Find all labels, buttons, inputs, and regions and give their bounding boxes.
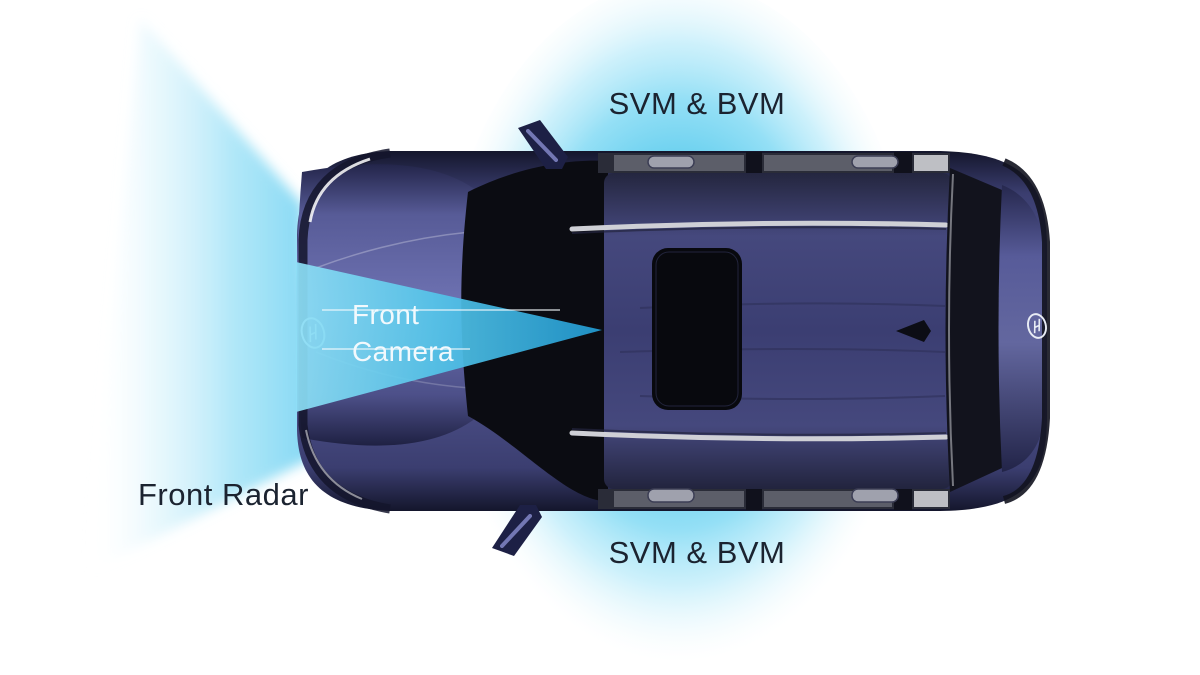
quarter-window-top [914,155,948,171]
door-handle-rear-bottom [851,488,899,503]
door-handle-front-bottom [647,488,695,503]
front-bumper-edge [298,148,391,514]
front-radar-label: Front Radar [138,477,309,512]
roof-rail-bottom-shadow [571,428,947,436]
front-radar-cone [88,18,312,572]
front-bumper-highlight-bottom [305,429,363,500]
c-pillar-top [894,152,912,174]
rear-window-trim [948,173,954,487]
door-handle-front-top [647,155,695,169]
quarter-window-bottom [914,491,948,507]
front-camera-label-line2: Camera [352,336,454,367]
sunroof-glint [655,251,739,407]
camera-leader-lines [322,309,560,350]
door-mirror-top-highlight [526,129,558,162]
antenna-shark-fin-icon [896,320,931,342]
roof-rail-top-shadow [571,226,947,234]
door-mirror-bottom-highlight [500,514,532,548]
front-camera-cone [296,262,602,412]
rear-window [945,168,1006,492]
roof-rail-bottom [569,430,949,442]
svm-bvm-top-label: SVM & BVM [609,86,786,121]
hood-crease-upper [315,231,471,269]
svm-bvm-bottom-label: SVM & BVM [609,535,786,570]
front-camera-label-line1: Front [352,299,419,330]
tailgate-panel [998,185,1045,472]
door-handle-rear-top [851,155,899,169]
front-bumper-highlight-top [308,157,371,223]
hyundai-logo-rear-icon [1027,313,1047,339]
sunroof [652,248,742,410]
roof-rail-top [569,220,949,232]
b-pillar-top [746,152,762,174]
b-pillar-bottom [746,488,762,510]
